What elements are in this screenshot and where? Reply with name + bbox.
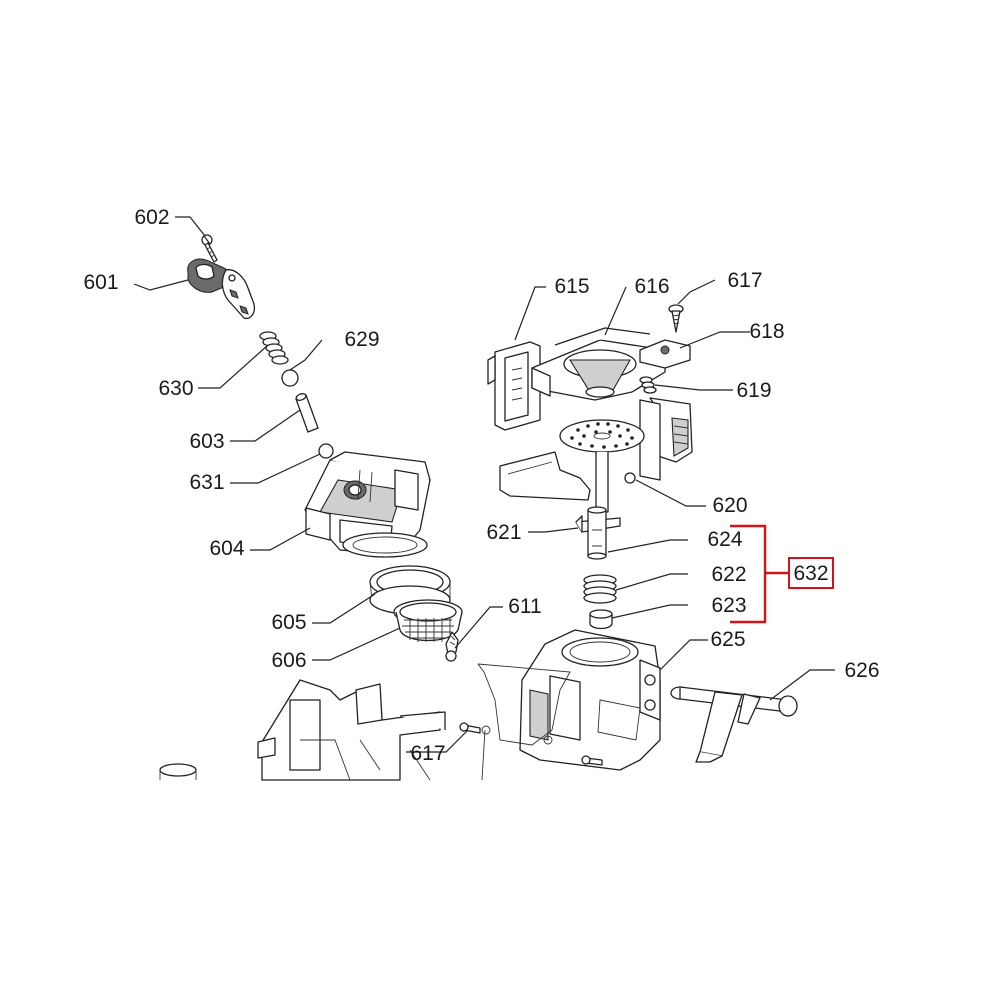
label-620: 620	[712, 494, 747, 517]
part-625-frame	[519, 629, 661, 771]
label-618: 618	[749, 320, 784, 343]
part-616-hopper	[531, 327, 666, 401]
label-632: 632	[793, 562, 828, 585]
part-lower-housing	[159, 679, 446, 781]
label-626: 626	[844, 659, 879, 682]
part-622-spring	[583, 574, 617, 604]
label-615: 615	[554, 275, 589, 298]
label-611: 611	[508, 595, 541, 618]
label-631: 631	[189, 471, 224, 494]
label-box-632	[788, 557, 834, 589]
label-603: 603	[189, 430, 224, 453]
label-624: 624	[707, 528, 742, 551]
part-619-spring	[639, 376, 657, 394]
part-623-cap	[589, 609, 613, 630]
part-620-tray	[499, 451, 636, 501]
label-625: 625	[710, 628, 745, 651]
leader-lines	[133, 216, 835, 753]
part-629-ball	[281, 369, 299, 387]
part-603-pin	[295, 393, 319, 433]
label-606: 606	[271, 649, 306, 672]
part-lever-arm	[639, 397, 693, 481]
part-wire-spring	[477, 663, 571, 781]
label-629: 629	[344, 328, 379, 351]
part-631-ring	[318, 443, 334, 459]
part-630-spring	[259, 331, 289, 365]
part-606-shower-screen	[393, 599, 463, 642]
label-622: 622	[711, 563, 746, 586]
part-611-screw	[445, 631, 459, 662]
part-626-lever	[670, 686, 798, 763]
group-bracket-632: 632	[730, 524, 834, 624]
part-617-screw-lower	[459, 722, 603, 766]
label-601: 601	[83, 271, 118, 294]
label-616: 616	[634, 275, 669, 298]
label-630: 630	[158, 377, 193, 400]
part-624-shaft	[587, 506, 607, 560]
label-602: 602	[134, 206, 169, 229]
label-623: 623	[711, 594, 746, 617]
label-605: 605	[271, 611, 306, 634]
label-619: 619	[736, 379, 771, 402]
label-604: 604	[209, 537, 244, 560]
label-617-lower: 617	[410, 742, 445, 765]
part-615-bracket	[487, 341, 541, 431]
part-618-clip	[639, 339, 691, 369]
label-621: 621	[486, 521, 521, 544]
part-617-screw-upper	[668, 304, 684, 333]
part-602-screw	[201, 234, 218, 263]
part-labels: 602 601 629 630 603 631 604 605 606 611 …	[83, 206, 879, 765]
label-617-upper: 617	[727, 269, 762, 292]
part-604-brew-head	[304, 451, 431, 558]
part-601-lever-cap	[187, 258, 256, 320]
